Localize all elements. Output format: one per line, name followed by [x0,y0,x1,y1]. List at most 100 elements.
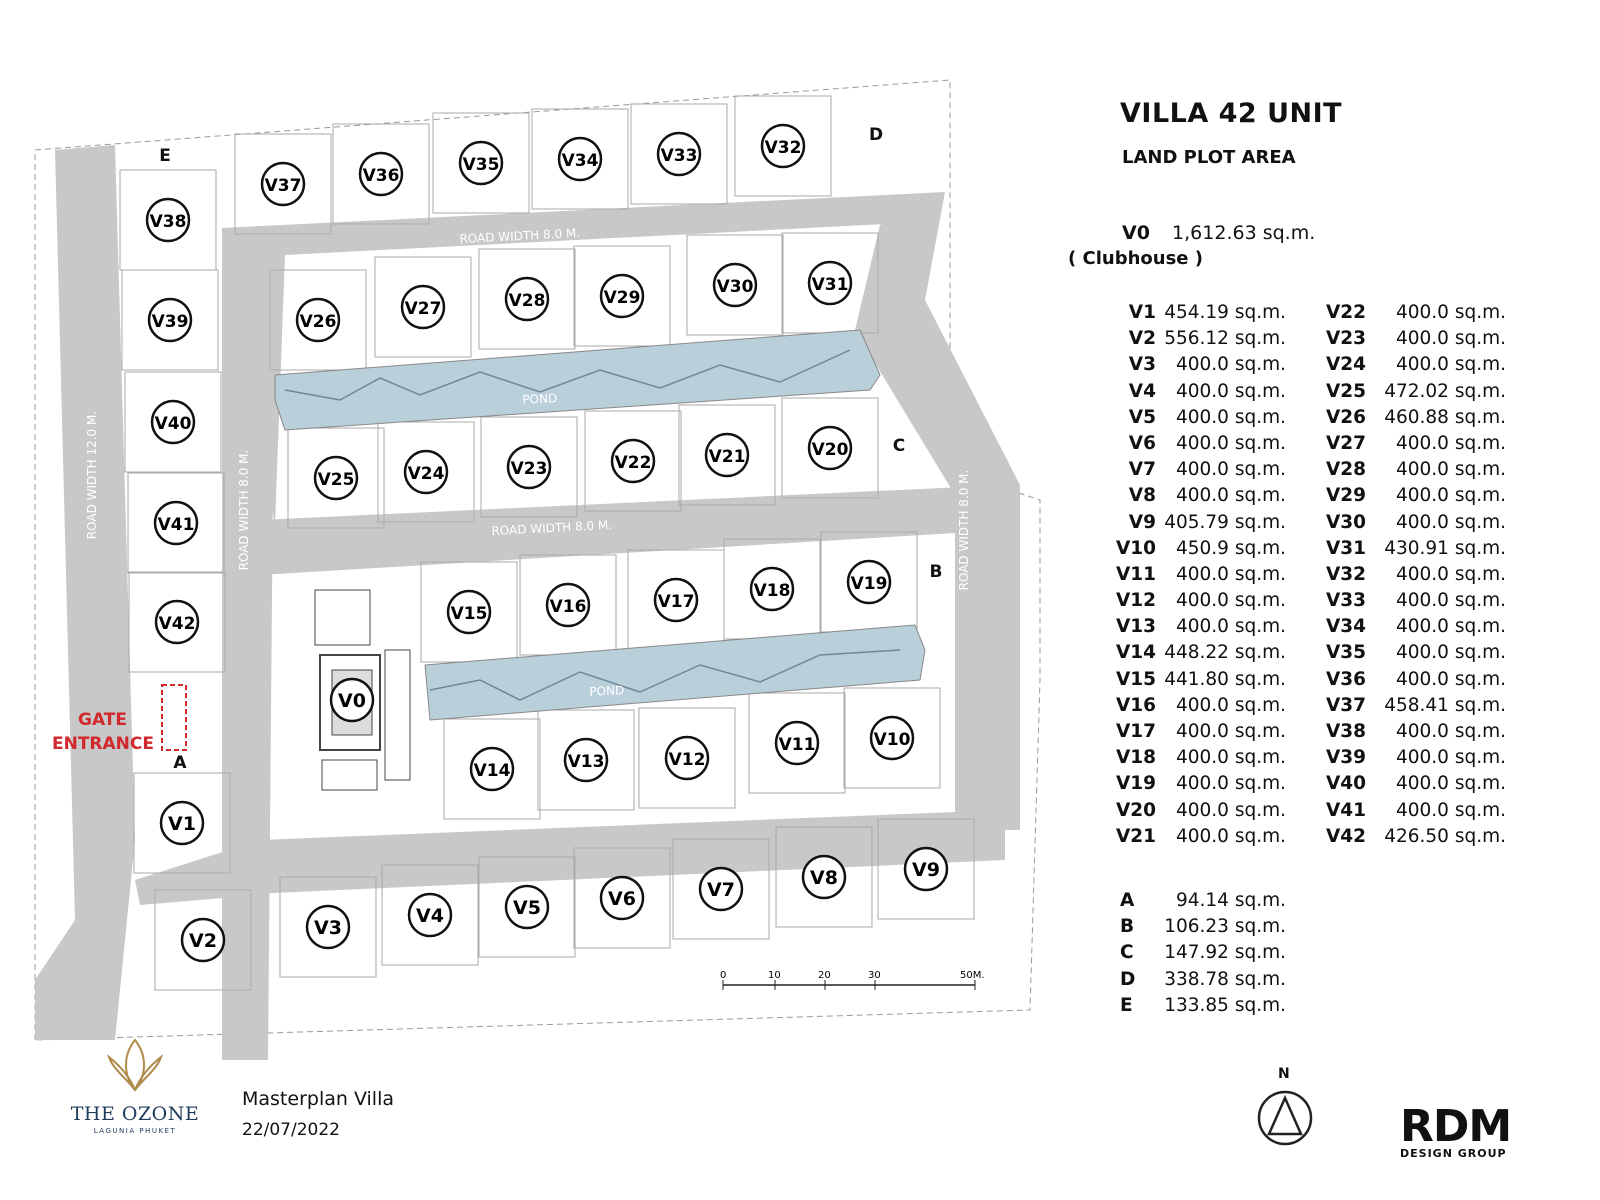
firm-subtitle: DESIGN GROUP [1400,1147,1507,1160]
plot-outline [775,826,873,928]
villa-marker-v39: V39 [147,297,193,343]
villa-marker-v8: V8 [801,854,847,900]
gate-entrance-label: GATE ENTRANCE [52,708,154,756]
villa-marker-label: V6 [608,888,636,910]
plot-area: 450.9 sq.m. [1175,537,1286,559]
villa-marker-label: V9 [912,859,940,881]
clubhouse-label: ( Clubhouse ) [1068,248,1203,269]
villa-marker-label: V13 [568,752,605,772]
plot-outline [531,108,629,210]
villa-marker-circle [469,746,515,792]
plot-outline [781,397,879,499]
villa-marker-circle [504,884,550,930]
road-label-east: ROAD WIDTH 8.0 M. [957,470,971,591]
villa-marker-v34: V34 [557,136,603,182]
villa-marker-circle [358,151,404,197]
plot-id: V35 [1325,642,1366,664]
plot-area: 400.0 sq.m. [1175,799,1286,821]
plot-id: V14 [1115,642,1156,664]
plot-area: 400.0 sq.m. [1395,328,1506,350]
plot-id: V23 [1325,328,1366,350]
villa-marker-label: V36 [363,166,400,186]
road-label-south: ROAD WIDTH 8.0 M. [521,812,642,832]
pond-north-edge [284,349,851,401]
plot-id: V2 [1128,328,1156,350]
pond-south [424,624,926,721]
plot-area: 460.88 sq.m. [1384,406,1506,428]
villa-marker-v30: V30 [712,262,758,308]
villa-marker-v15: V15 [446,589,492,635]
pond-label-south: POND [589,683,625,699]
plot-id: V6 [1128,432,1156,454]
plot-id: V7 [1128,459,1156,481]
plot-outline [843,687,941,789]
plot-outline [443,718,541,820]
villa-marker-circle [154,599,200,645]
plot-area: 448.22 sq.m. [1164,642,1286,664]
plot-outline [573,245,671,347]
villa-marker-v0: V0 [329,677,375,723]
villa-marker-label: V10 [874,730,911,750]
villa-marker-v18: V18 [749,566,795,612]
plot-outline [478,856,576,958]
plot-letter-d: D [869,125,883,145]
plot-area: 400.0 sq.m. [1395,354,1506,376]
villa-marker-label: V39 [152,312,189,332]
villa-marker-label: V34 [562,151,599,171]
plot-id: V41 [1325,799,1366,821]
firm-name: RDM [1400,1101,1512,1152]
villa-marker-label: V5 [513,897,541,919]
villa-marker-label: V37 [265,176,302,196]
villa-marker-v27: V27 [400,284,446,330]
plot-outline [748,692,846,794]
plot-id: V29 [1325,485,1366,507]
plot-id: V13 [1115,616,1156,638]
plot-outline [686,234,784,336]
villa-marker-v28: V28 [504,276,550,322]
plot-area: 430.91 sq.m. [1384,537,1506,559]
plot-area: 400.0 sq.m. [1175,563,1286,585]
plot-area: 454.19 sq.m. [1164,302,1286,323]
villa-marker-label: V24 [408,464,445,484]
villa-marker-v9: V9 [903,846,949,892]
plot-outline [638,707,736,809]
plot-area: 400.0 sq.m. [1175,406,1286,428]
villa-marker-label: V40 [155,414,192,434]
plot-area: 400.0 sq.m. [1395,459,1506,481]
plot-outline [584,410,682,512]
map-labels: ROAD WIDTH 8.0 M. ROAD WIDTH 8.0 M. ROAD W… [85,125,971,832]
villa-marker-circle [545,582,591,628]
road-label-middle: ROAD WIDTH 8.0 M. [491,518,612,538]
villa-marker-v22: V22 [610,438,656,484]
page-subtitle: LAND PLOT AREA [1122,147,1296,168]
plot-area: 400.0 sq.m. [1175,825,1286,847]
villa-marker-label: V29 [604,288,641,308]
plot-area: 106.23 sq.m. [1164,916,1286,938]
plot-area: 472.02 sq.m. [1384,380,1506,402]
villa-marker-circle [760,123,806,169]
villa-marker-v24: V24 [403,449,449,495]
villa-marker-circle [504,276,550,322]
villa-marker-circle [698,866,744,912]
plot-area: 400.0 sq.m. [1175,459,1286,481]
plot-id: C [1120,942,1134,964]
villa-marker-circle [153,500,199,546]
villa-marker-circle [599,273,645,319]
